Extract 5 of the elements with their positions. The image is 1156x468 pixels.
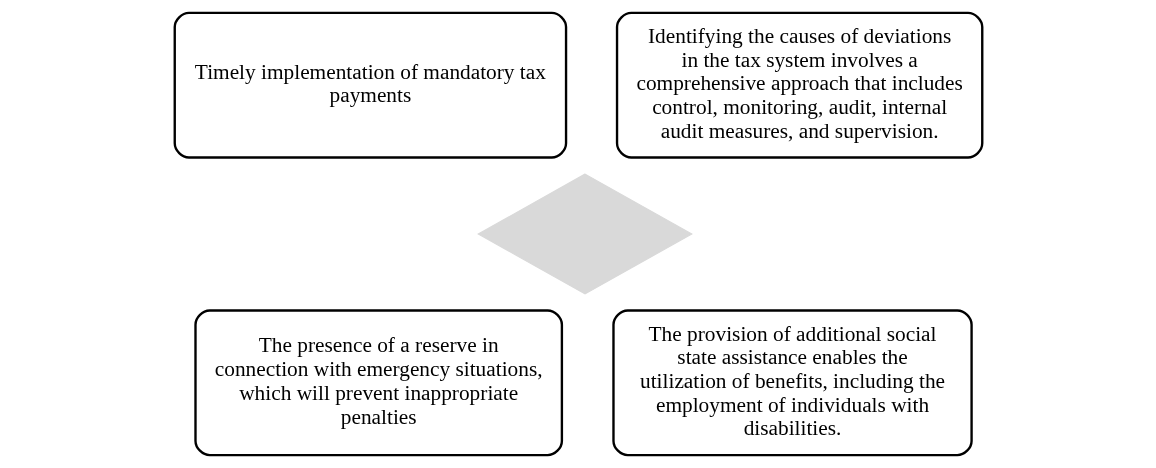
node-diamond [476,173,693,295]
node-box: Timely implementation of mandatory tax payments [173,11,567,159]
node-box: The provision of additional social state assistance enables the utilization of benefits, including the employment of individuals with disabilities. [611,309,973,457]
node-box: Identifying the causes of deviations in the tax system involves a comprehensive approach that includes control, monitoring, audit, internal audit measures, and supervision. [615,11,983,159]
node-box: The presence of a reserve in connection with emergency situations, which will prevent inappropriate penalties [193,309,563,457]
